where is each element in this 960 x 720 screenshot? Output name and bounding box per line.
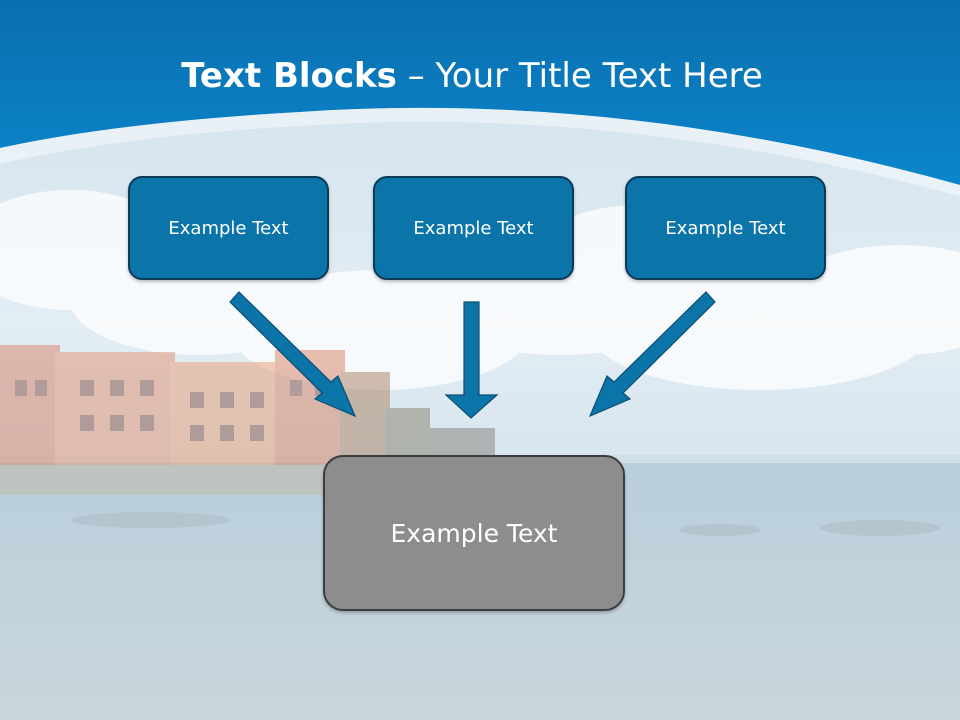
arrow-right-icon <box>588 291 716 418</box>
arrow-down-icon <box>444 301 499 419</box>
text-block-1-label: Example Text <box>168 217 289 239</box>
text-block-3[interactable]: Example Text <box>625 176 826 280</box>
target-block-label: Example Text <box>390 518 558 548</box>
title-separator: – <box>396 56 436 96</box>
text-block-3-label: Example Text <box>665 217 786 239</box>
text-block-2-label: Example Text <box>413 217 534 239</box>
slide-title: Text Blocks – Your Title Text Here <box>0 54 944 98</box>
arrow-left-icon <box>229 291 357 418</box>
title-bold: Text Blocks <box>181 56 397 96</box>
text-block-2[interactable]: Example Text <box>373 176 574 280</box>
text-block-1[interactable]: Example Text <box>128 176 329 280</box>
target-block[interactable]: Example Text <box>323 455 625 611</box>
header-band <box>0 0 960 185</box>
title-rest: Your Title Text Here <box>435 56 763 96</box>
